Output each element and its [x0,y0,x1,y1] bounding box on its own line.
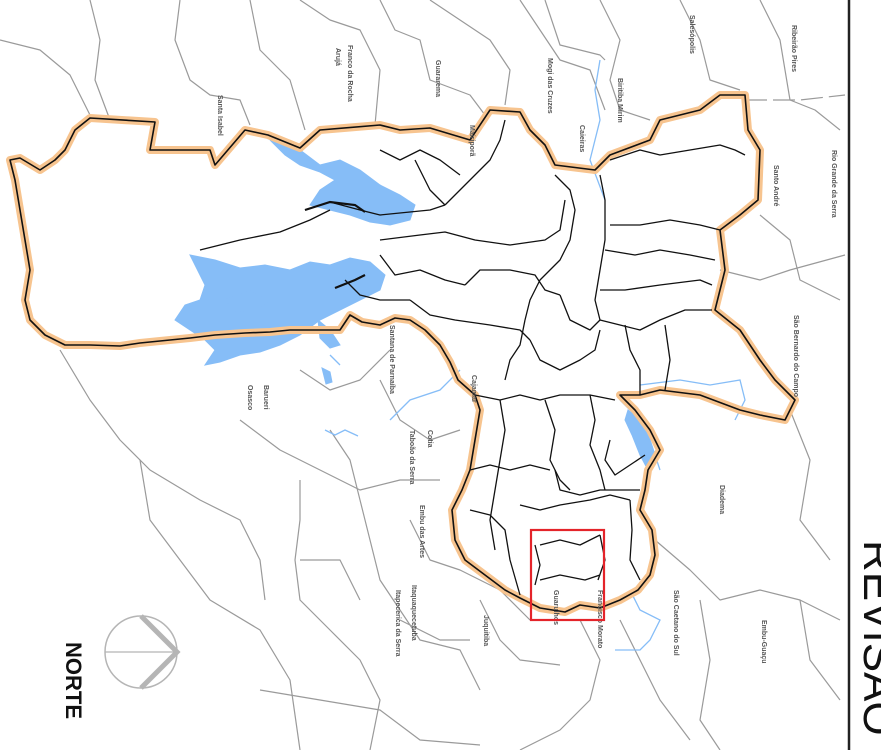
boundary-halo [6,91,799,616]
label-neighbor: Mogi das Cruzes [546,58,553,114]
label-neighbor: Cotia [426,430,433,448]
label-neighbor: Salesópolis [688,15,695,54]
label-neighbor: Juquitiba [482,615,489,646]
label-neighbor: Diadema [718,485,725,514]
label-neighbor: Rio Grande da Serra [830,150,837,218]
label-neighbor: Franco da Rocha [346,45,353,102]
label-neighbor: Ribeirão Pires [790,25,797,72]
label-neighbor: Barueri [262,385,269,410]
internal-subdivisions [199,119,746,596]
label-neighbor: Osasco [246,385,253,410]
reservoirs [174,139,656,471]
label-neighbor: Arujá [334,48,341,66]
dam-lines [304,200,366,290]
neighbor-boundaries [0,0,846,750]
north-arrow-icon [104,614,181,690]
label-neighbor: Embu das Artes [418,505,425,558]
label-neighbor: Mairiporã [468,125,475,157]
label-neighbor: Guarulhos [552,590,559,625]
label-neighbor: Biritiba Mirim [616,78,623,123]
highlight-box [529,528,606,622]
label-neighbor: Cajamar [470,375,477,403]
label-neighbor: Taboão da Serra [408,430,415,484]
municipality-boundary [9,94,796,613]
label-neighbor: Embu-Guaçu [760,620,767,664]
rivers [324,59,746,651]
municipality-labels: Santa Isabel Arujá Guararema Mogi das Cr… [216,15,837,664]
label-neighbor: São Bernardo do Campo [792,315,799,397]
revision-label: REVISÃO [854,540,881,736]
label-neighbor: São Caetano do Sul [672,590,679,656]
label-neighbor: Santa Isabel [216,95,223,136]
label-neighbor: Santana de Parnaíba [388,325,395,394]
label-neighbor: Guararema [434,60,441,97]
label-neighbor: Itaquaquecetuba [410,585,417,641]
label-neighbor: Itapecerica da Serra [394,590,401,657]
north-label: NORTE [61,642,86,719]
label-neighbor: Caieiras [578,125,585,152]
label-neighbor: Santo André [772,165,779,206]
